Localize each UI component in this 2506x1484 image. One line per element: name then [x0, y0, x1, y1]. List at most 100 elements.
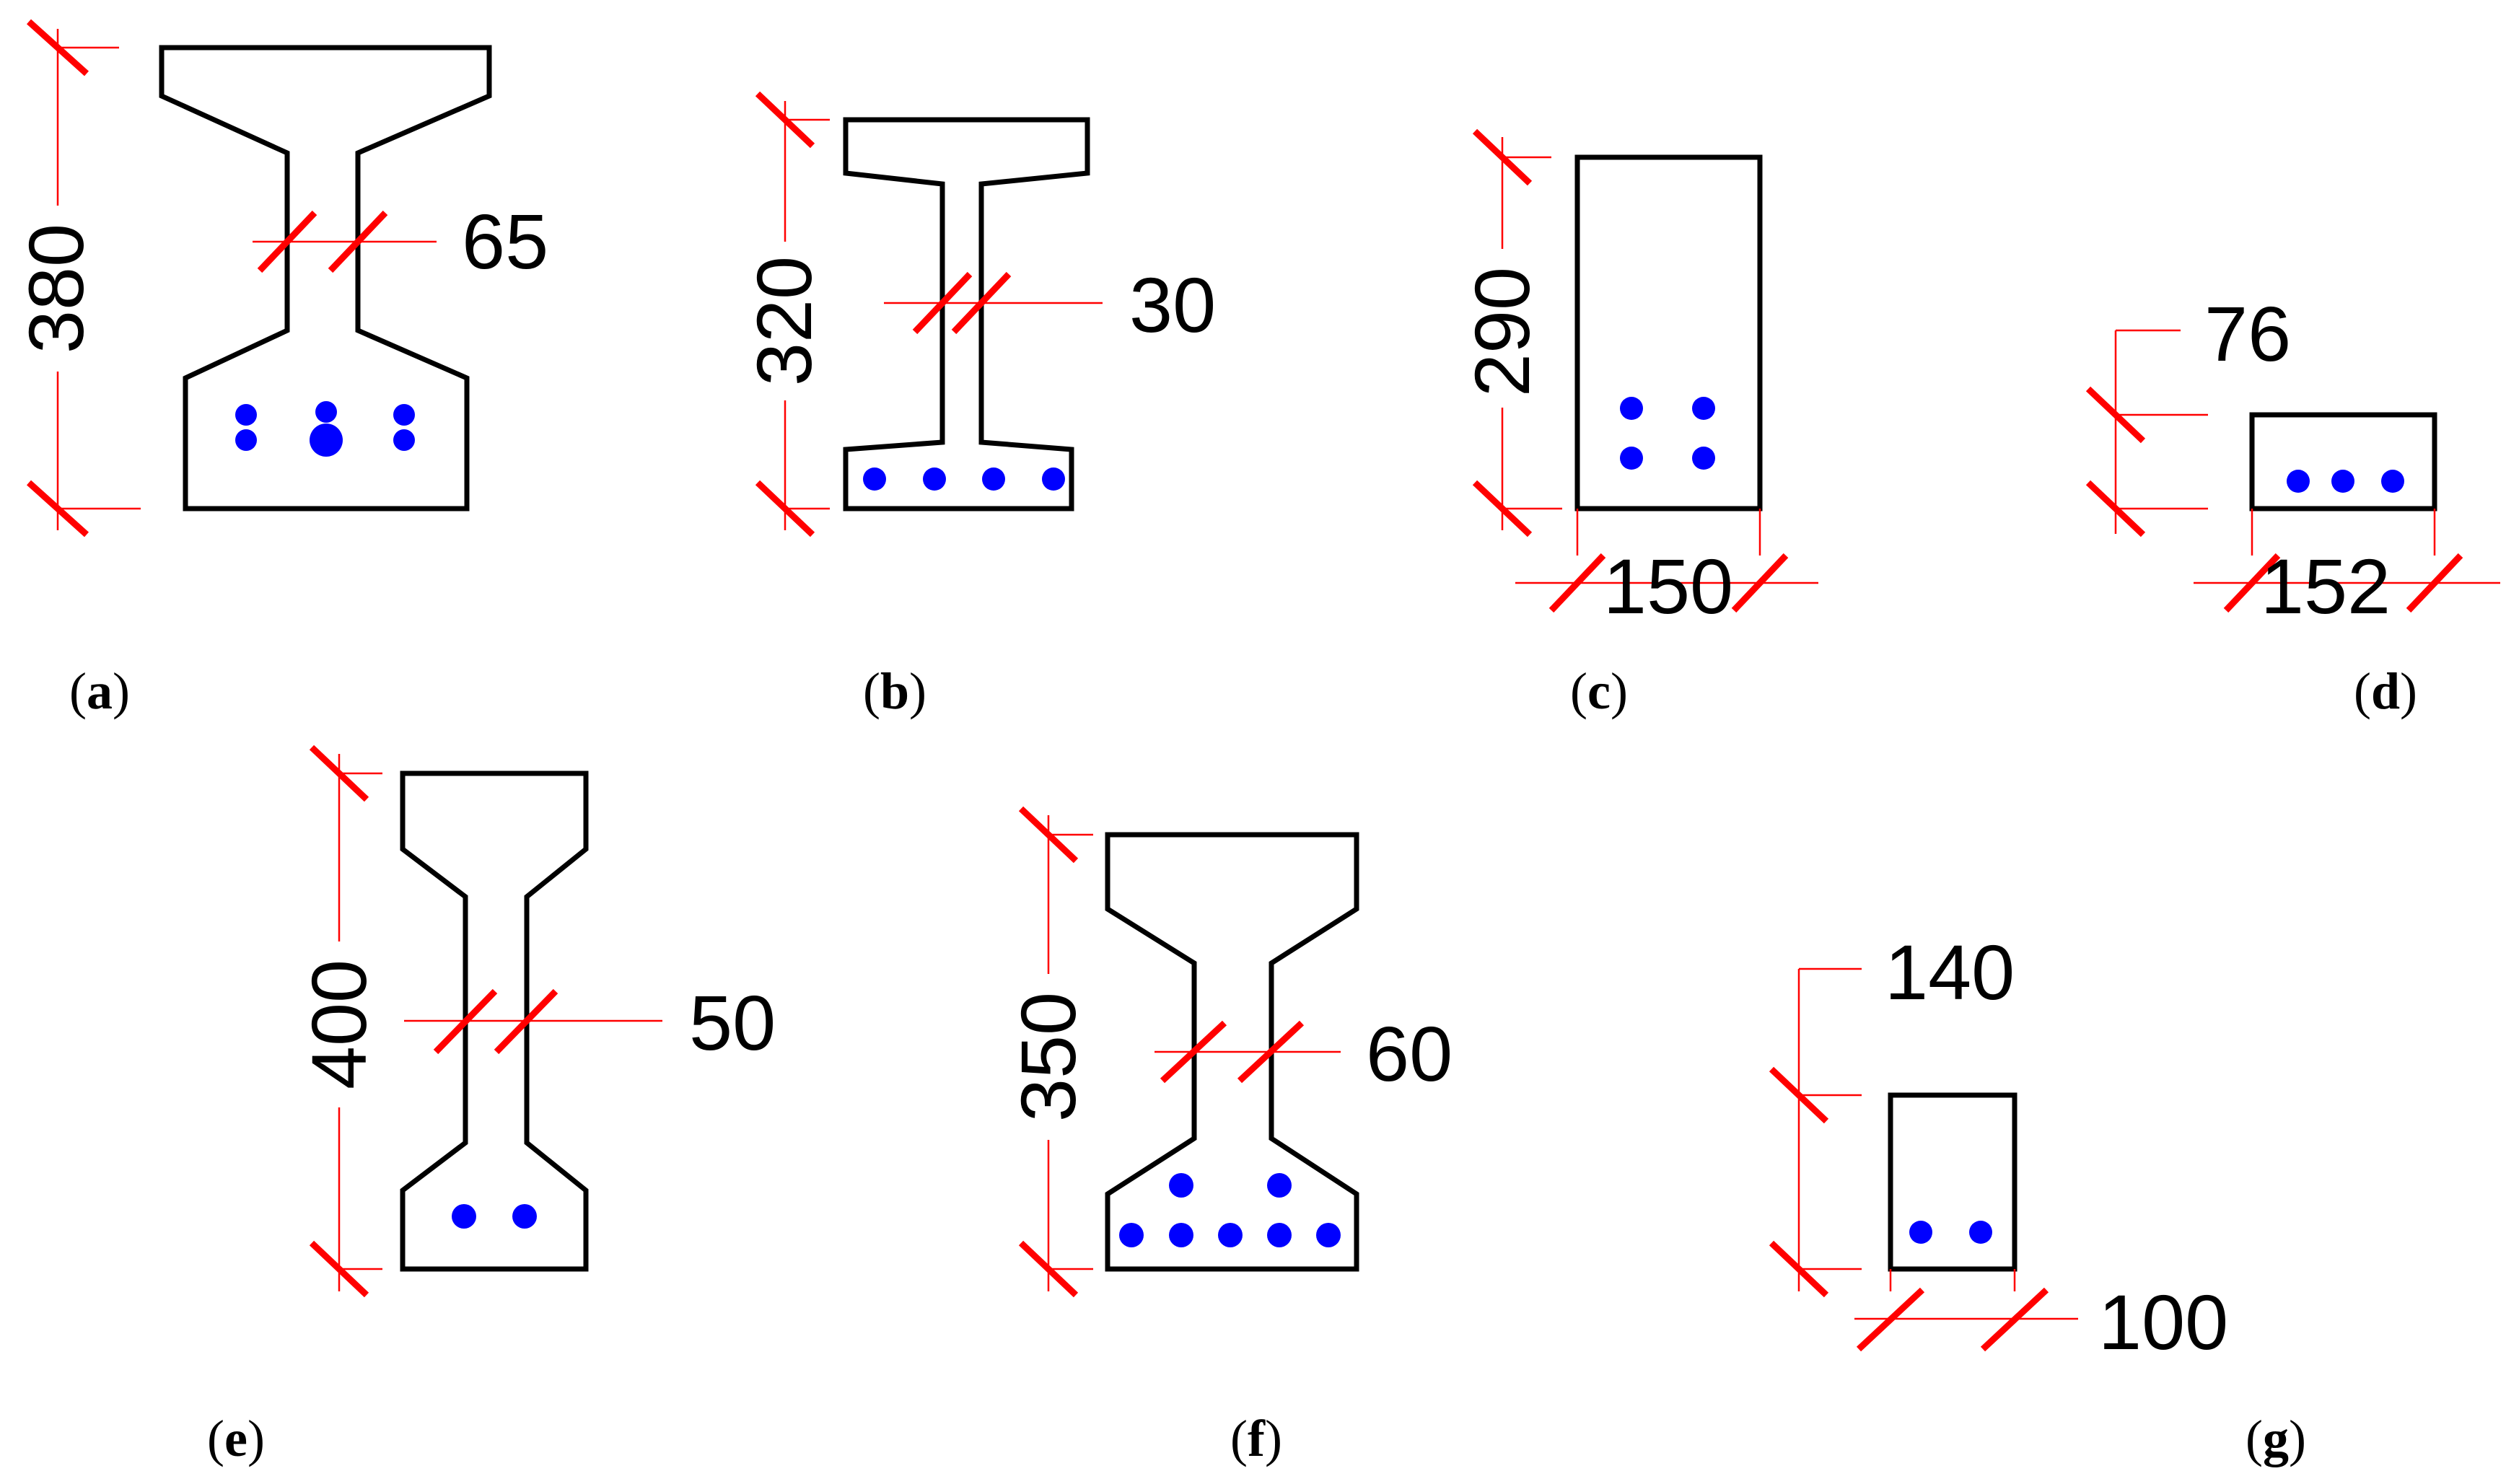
section-g-width-label: 100 — [2098, 1278, 2228, 1366]
section-a-web-tick-left — [257, 210, 317, 273]
rebar — [1620, 447, 1643, 470]
section-c-width-label: 150 — [1603, 543, 1733, 630]
section-a-web-tick-right — [328, 210, 388, 273]
rebar — [863, 467, 886, 491]
section-e-web-label: 50 — [689, 979, 776, 1066]
section-d-height-label: 76 — [2204, 290, 2291, 377]
rebar — [1267, 1173, 1292, 1198]
rebar — [1620, 397, 1643, 420]
rebar — [512, 1204, 537, 1229]
section-f-caption: (f) — [1230, 1410, 1282, 1467]
section-a-height-tick-bottom — [26, 480, 89, 537]
section-a: 380 65 (a) — [12, 19, 548, 720]
section-c-width-tick-left — [1548, 553, 1606, 613]
section-g-outline — [1888, 1092, 2017, 1272]
rebar — [1218, 1223, 1243, 1247]
rebar — [1316, 1223, 1341, 1247]
section-e-height-tick-bottom — [309, 1240, 369, 1298]
section-f-web-tick-right — [1237, 1020, 1305, 1084]
section-b-height-tick-top — [755, 91, 815, 149]
section-a-outline — [159, 45, 492, 512]
rebar — [310, 423, 343, 457]
section-f-height-tick-top — [1018, 806, 1079, 864]
section-e-height-label-bg — [303, 941, 375, 1107]
section-e-height-tick-top — [309, 745, 369, 802]
rebar — [235, 404, 257, 426]
rebar — [235, 429, 257, 451]
rebar — [1169, 1223, 1193, 1247]
section-g: 140 100 (g) — [1769, 928, 2306, 1467]
rebar — [1909, 1221, 1932, 1244]
section-d-width-label: 152 — [2261, 543, 2391, 630]
section-b-rebars — [863, 467, 1065, 491]
section-b-caption: (b) — [863, 662, 926, 720]
section-c-outline — [1574, 154, 1763, 512]
rebar — [452, 1204, 476, 1229]
section-c-height-tick-bottom — [1472, 480, 1533, 537]
rebar — [1267, 1223, 1292, 1247]
section-e-rebars — [452, 1204, 537, 1229]
section-e-height-label: 400 — [295, 960, 382, 1089]
section-b-height-tick-bottom — [755, 480, 815, 537]
section-c-caption: (c) — [1570, 662, 1628, 720]
rebar — [2331, 470, 2354, 493]
section-a-caption: (a) — [69, 662, 130, 720]
rebar — [1119, 1223, 1144, 1247]
section-c-height-tick-top — [1472, 128, 1533, 186]
section-d-rebars — [2287, 470, 2404, 493]
rebar — [1969, 1221, 1992, 1244]
rebar — [923, 467, 946, 491]
section-a-height-label-bg — [22, 206, 94, 372]
section-f-outline — [1105, 832, 1359, 1272]
section-a-height-label: 380 — [12, 224, 100, 354]
rebar — [2287, 470, 2310, 493]
section-d-height-tick-top — [2085, 386, 2146, 444]
section-b-height-label: 320 — [740, 256, 828, 386]
section-b-height-label-bg — [749, 242, 821, 400]
rebar — [2381, 470, 2404, 493]
section-a-web-label: 65 — [462, 198, 548, 285]
section-g-rebars — [1909, 1221, 1992, 1244]
rebar — [1692, 447, 1715, 470]
section-d-height-tick-bottom — [2085, 480, 2146, 537]
section-a-height-tick-top — [26, 19, 89, 76]
section-f-web-tick-left — [1160, 1020, 1227, 1084]
section-a-rebars — [235, 401, 415, 457]
rebar — [1692, 397, 1715, 420]
section-e-caption: (e) — [207, 1410, 265, 1467]
section-g-width-tick-right — [1980, 1287, 2049, 1352]
section-e: 400 50 (e) — [207, 745, 776, 1467]
rebar — [315, 401, 337, 423]
section-f-height-tick-bottom — [1018, 1240, 1079, 1298]
section-d: 76 152 (d) — [2085, 290, 2500, 720]
section-b: 320 30 (b) — [740, 91, 1216, 720]
section-f-height-label: 350 — [1004, 992, 1092, 1122]
section-c: 290 150 (c) — [1458, 128, 1818, 720]
section-e-outline — [400, 770, 589, 1272]
section-e-web-tick-right — [494, 988, 558, 1055]
rebar — [393, 404, 415, 426]
section-d-caption: (d) — [2354, 662, 2417, 720]
rebar — [1169, 1173, 1193, 1198]
section-f-height-label-bg — [1012, 974, 1085, 1140]
section-c-rebars — [1620, 397, 1715, 470]
section-b-web-label: 30 — [1129, 261, 1216, 348]
section-d-width-tick-right — [2406, 553, 2463, 613]
section-f-web-label: 60 — [1366, 1010, 1453, 1097]
section-f: 350 60 (f) — [1004, 806, 1453, 1467]
section-g-caption: (g) — [2246, 1410, 2306, 1467]
section-g-width-tick-left — [1856, 1287, 1925, 1352]
section-d-outline — [2249, 412, 2437, 512]
section-g-height-tick-top — [1769, 1066, 1829, 1124]
section-f-rebars — [1119, 1173, 1341, 1247]
rebar — [982, 467, 1005, 491]
section-c-height-label: 290 — [1458, 267, 1546, 397]
section-c-height-label-bg — [1466, 249, 1538, 408]
section-g-height-label: 140 — [1885, 928, 2015, 1016]
section-e-web-tick-left — [433, 988, 498, 1055]
section-c-width-tick-right — [1731, 553, 1789, 613]
section-b-outline — [843, 117, 1090, 512]
section-d-width-tick-left — [2223, 553, 2281, 613]
rebar — [1042, 467, 1065, 491]
